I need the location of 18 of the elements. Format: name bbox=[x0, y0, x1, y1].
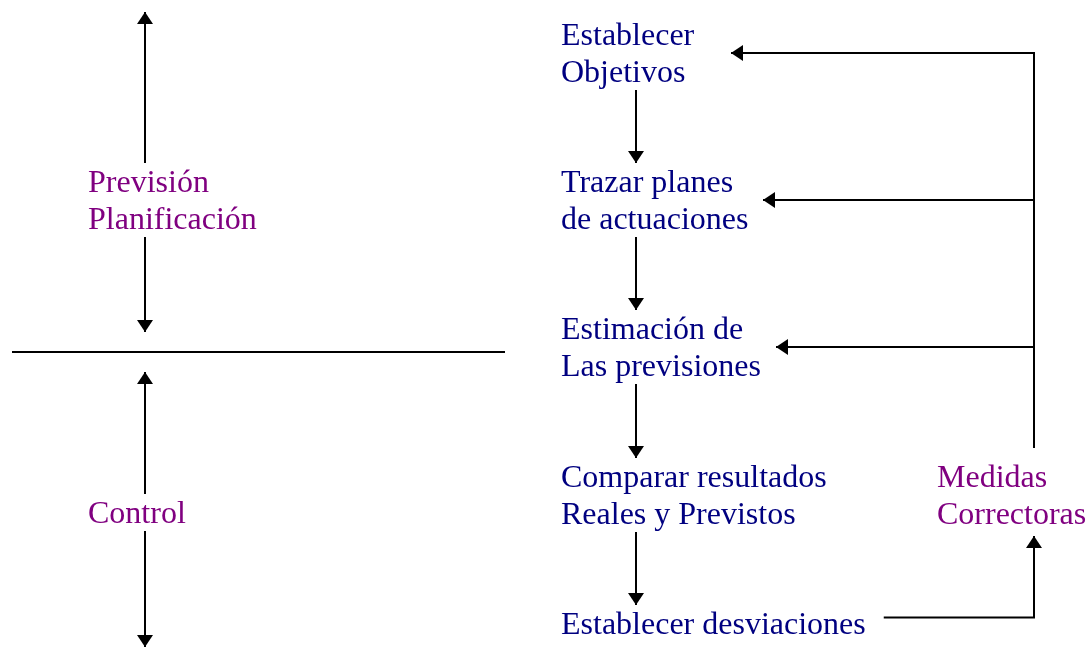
node-label: Trazar planes de actuaciones bbox=[561, 163, 753, 237]
node-label: Establecer desviaciones bbox=[561, 605, 866, 642]
arrow bbox=[137, 371, 153, 495]
arrow bbox=[628, 236, 644, 311]
arrow bbox=[628, 89, 644, 164]
arrow bbox=[137, 236, 153, 333]
node-label: Previsión Planificación bbox=[88, 163, 268, 237]
arrow bbox=[775, 339, 1035, 449]
node-label: Comparar resultados Reales y Previstos bbox=[561, 458, 836, 532]
arrow bbox=[628, 383, 644, 459]
arrow bbox=[882, 535, 1042, 619]
node-label: Medidas Correctoras bbox=[937, 458, 1087, 532]
arrow bbox=[628, 531, 644, 606]
node-label: Estimación de Las previsiones bbox=[561, 310, 766, 384]
arrow bbox=[137, 11, 153, 164]
node-label: Establecer Objetivos bbox=[561, 16, 721, 90]
arrow bbox=[137, 530, 153, 648]
node-label: Control bbox=[88, 494, 186, 531]
